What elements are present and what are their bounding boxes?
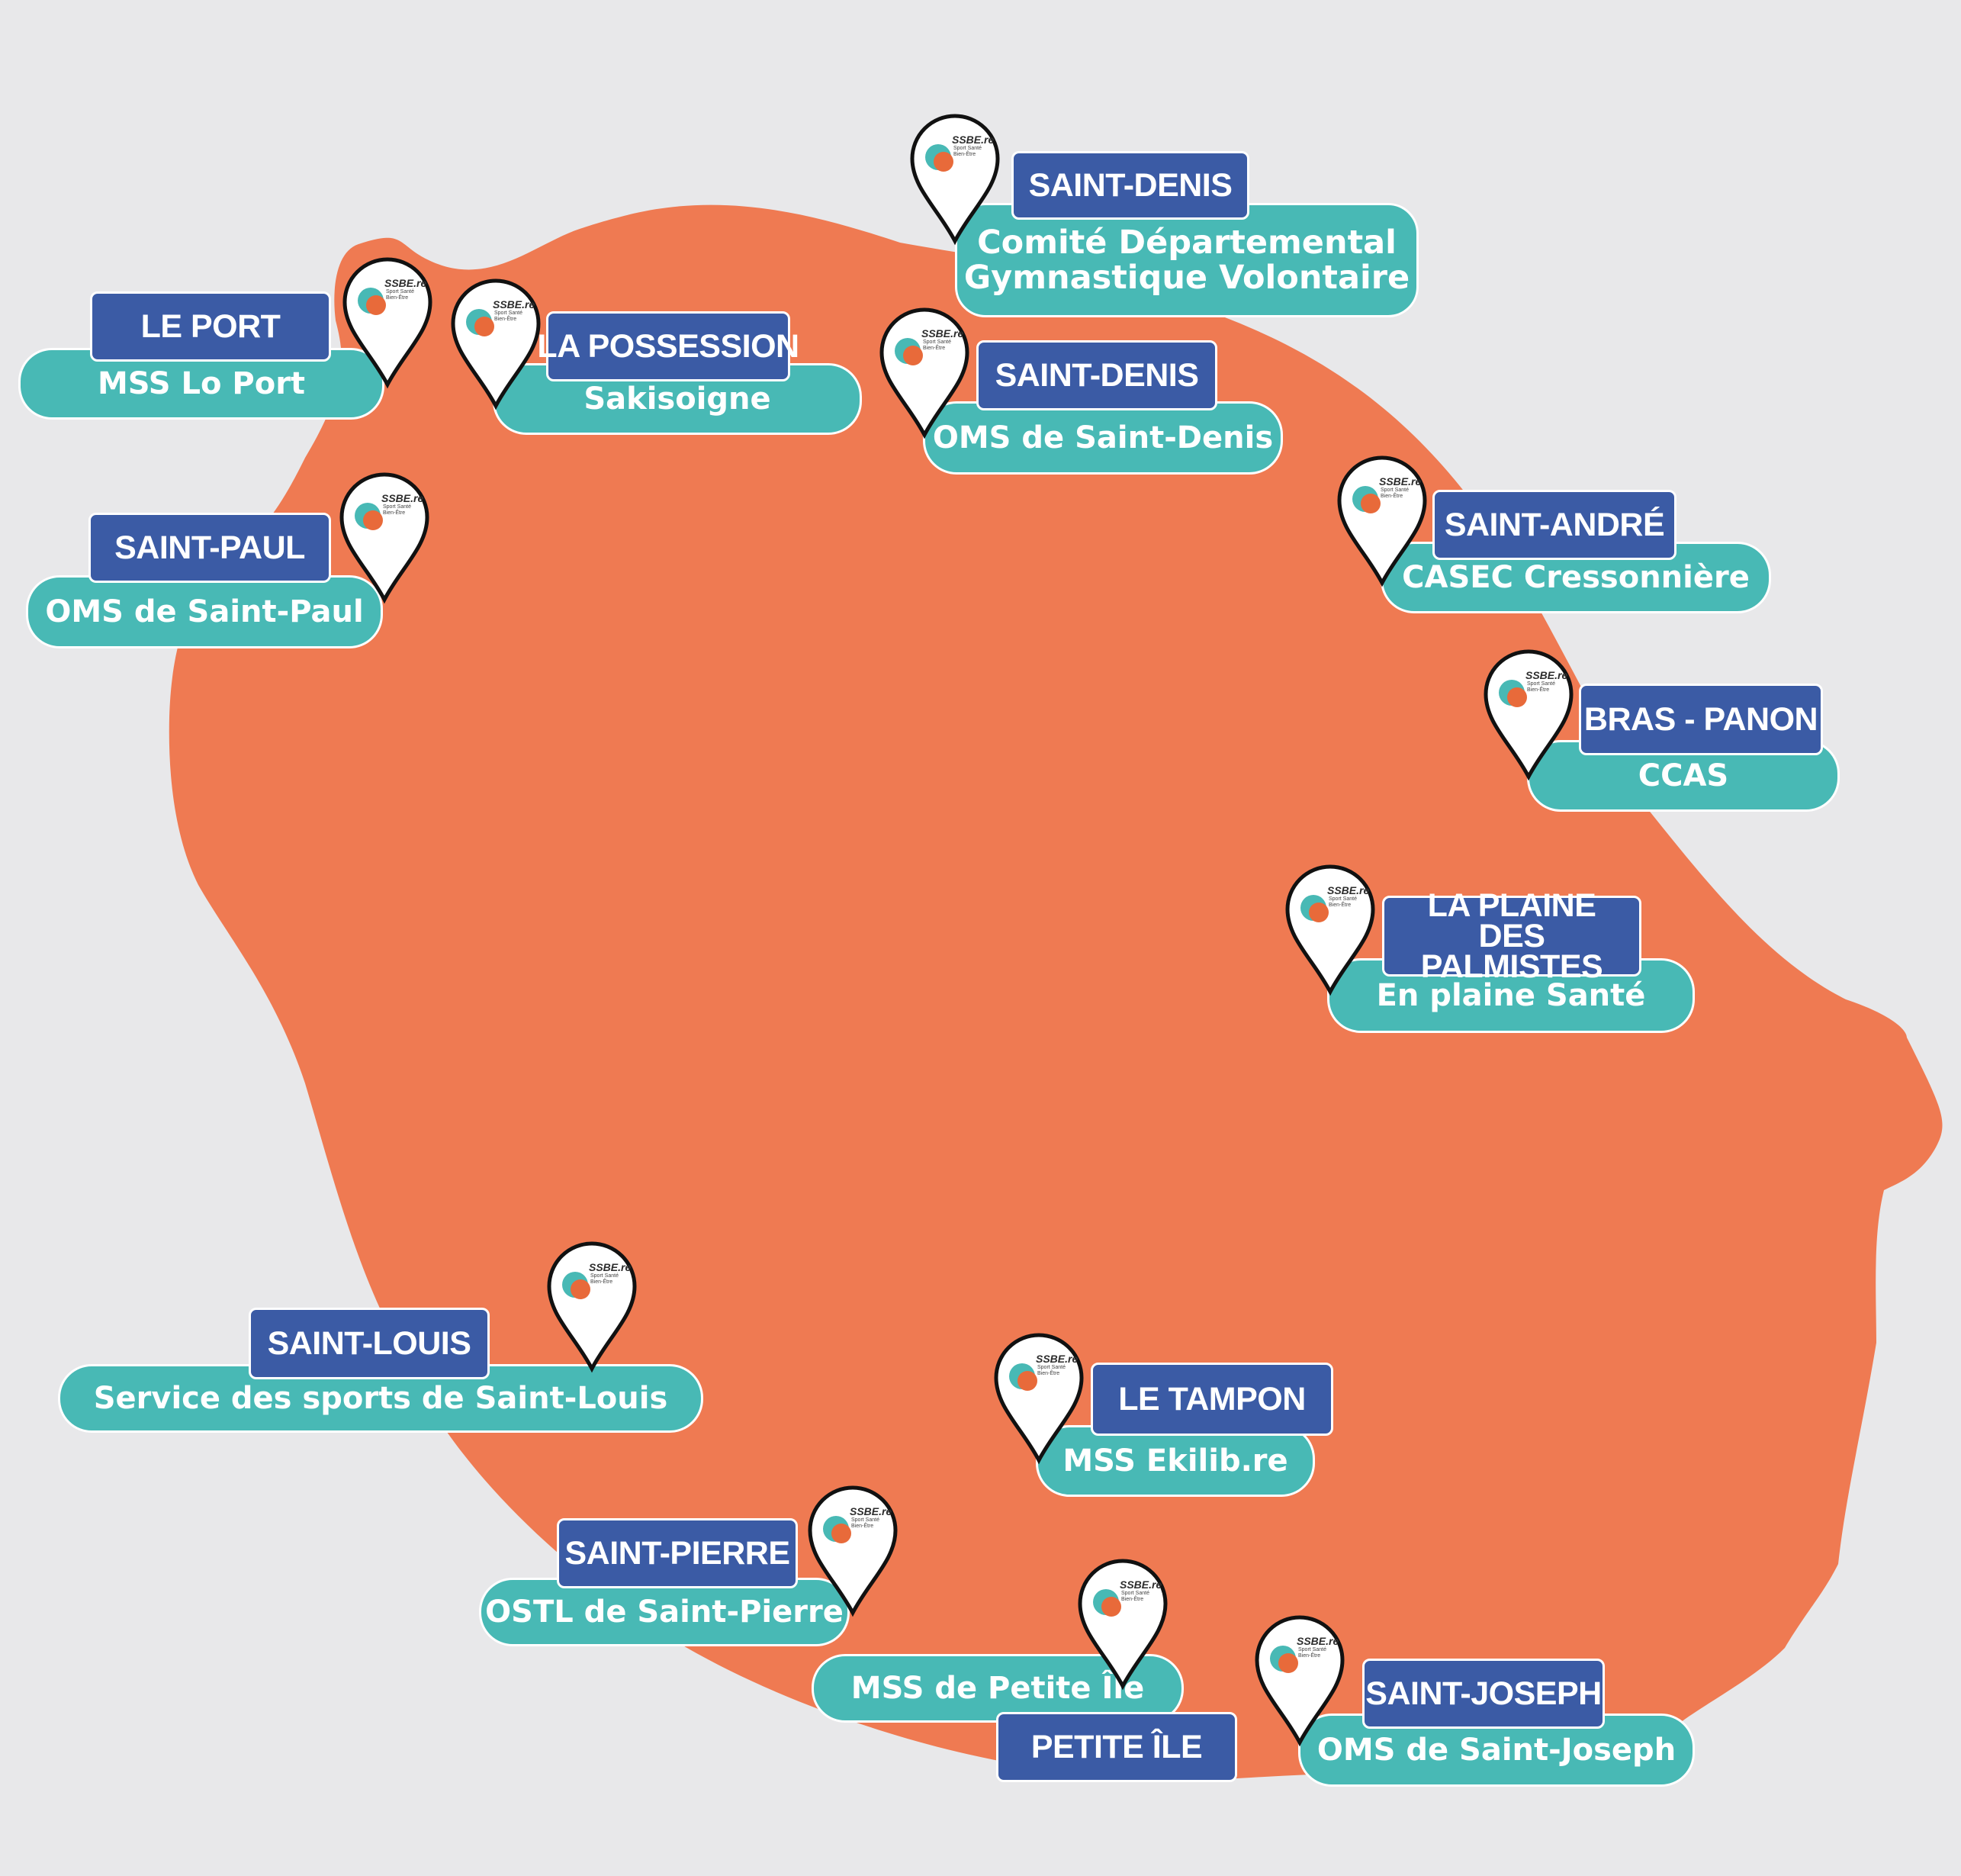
map-pin-icon[interactable]: SSBE.re Sport Santé Bien-Être: [908, 111, 1002, 246]
city-label[interactable]: LA PLAINE DES PALMISTES: [1382, 890, 1641, 983]
org-label[interactable]: OMS de Saint-Denis: [923, 401, 1283, 475]
pin-logo-brand: SSBE.re: [1379, 475, 1422, 488]
pin-logo-brand: SSBE.re: [493, 298, 535, 311]
map-pin-icon[interactable]: SSBE.re Sport Santé Bien-Être: [877, 305, 972, 439]
pin-logo-tagline: Sport Santé Bien-Être: [494, 311, 522, 322]
pin-logo-tagline: Sport Santé Bien-Être: [1037, 1365, 1066, 1376]
pin-logo-brand: SSBE.re: [589, 1261, 632, 1273]
pin-logo-brand: SSBE.re: [1297, 1635, 1339, 1647]
city-label[interactable]: LA POSSESSION: [537, 311, 799, 381]
org-label[interactable]: OSTL de Saint-Pierre: [479, 1578, 850, 1646]
map-pin-icon[interactable]: SSBE.re Sport Santé Bien-Être: [1481, 647, 1576, 781]
pin-logo-brand: SSBE.re: [1120, 1578, 1162, 1591]
pin-logo-tagline: Sport Santé Bien-Être: [1381, 488, 1409, 499]
map-pin-icon[interactable]: SSBE.re Sport Santé Bien-Être: [1075, 1556, 1170, 1691]
pin-logo-brand: SSBE.re: [921, 327, 964, 339]
pin-logo-tagline: Sport Santé Bien-Être: [590, 1273, 619, 1285]
pin-logo-tagline: Sport Santé Bien-Être: [1329, 896, 1357, 908]
map-pin-icon[interactable]: SSBE.re Sport Santé Bien-Être: [1335, 453, 1429, 587]
pin-logo-brand: SSBE.re: [384, 277, 427, 289]
city-label[interactable]: LE PORT: [90, 291, 331, 362]
org-label[interactable]: OMS de Saint-Paul: [26, 575, 383, 648]
pin-logo-tagline: Sport Santé Bien-Être: [851, 1517, 879, 1529]
city-label[interactable]: PETITE ÎLE: [996, 1712, 1237, 1782]
pin-logo-brand: SSBE.re: [850, 1505, 892, 1517]
map-pin-icon[interactable]: SSBE.re Sport Santé Bien-Être: [340, 255, 435, 389]
map-pin-icon[interactable]: SSBE.re Sport Santé Bien-Être: [337, 470, 432, 604]
pin-logo-brand: SSBE.re: [952, 134, 995, 146]
pin-logo-tagline: Sport Santé Bien-Être: [923, 339, 951, 351]
pin-logo-tagline: Sport Santé Bien-Être: [386, 289, 414, 301]
pin-logo-tagline: Sport Santé Bien-Être: [1298, 1647, 1326, 1659]
pin-logo-brand: SSBE.re: [1327, 884, 1370, 896]
map-pin-icon[interactable]: SSBE.re Sport Santé Bien-Être: [545, 1239, 639, 1373]
org-label[interactable]: Comité Départemental Gymnastique Volonta…: [955, 203, 1419, 317]
map-pin-icon[interactable]: SSBE.re Sport Santé Bien-Être: [448, 276, 543, 410]
pin-logo-brand: SSBE.re: [1525, 669, 1568, 681]
pin-logo-tagline: Sport Santé Bien-Être: [953, 146, 982, 157]
pin-logo-tagline: Sport Santé Bien-Être: [1527, 681, 1555, 693]
city-label[interactable]: SAINT-PIERRE: [557, 1518, 798, 1588]
map-pin-icon[interactable]: SSBE.re Sport Santé Bien-Être: [1283, 862, 1378, 996]
pin-logo-brand: SSBE.re: [1036, 1353, 1079, 1365]
map-pin-icon[interactable]: SSBE.re Sport Santé Bien-Être: [1252, 1613, 1347, 1747]
city-label[interactable]: LE TAMPON: [1091, 1363, 1333, 1436]
city-label[interactable]: SAINT-PAUL: [88, 513, 331, 583]
city-label[interactable]: SAINT-DENIS: [1011, 151, 1249, 220]
pin-logo-brand: SSBE.re: [381, 492, 424, 504]
city-label[interactable]: SAINT-ANDRÉ: [1432, 490, 1676, 560]
org-label[interactable]: MSS de Petite Île: [812, 1654, 1184, 1723]
city-label[interactable]: BRAS - PANON: [1579, 684, 1823, 755]
pin-logo-tagline: Sport Santé Bien-Être: [1121, 1591, 1149, 1602]
map-pin-icon[interactable]: SSBE.re Sport Santé Bien-Être: [805, 1483, 900, 1617]
pin-logo-tagline: Sport Santé Bien-Être: [383, 504, 411, 516]
map-pin-icon[interactable]: SSBE.re Sport Santé Bien-Être: [992, 1331, 1086, 1465]
city-label[interactable]: SAINT-JOSEPH: [1362, 1659, 1605, 1729]
city-label[interactable]: SAINT-LOUIS: [249, 1308, 490, 1379]
city-label[interactable]: SAINT-DENIS: [976, 340, 1217, 410]
